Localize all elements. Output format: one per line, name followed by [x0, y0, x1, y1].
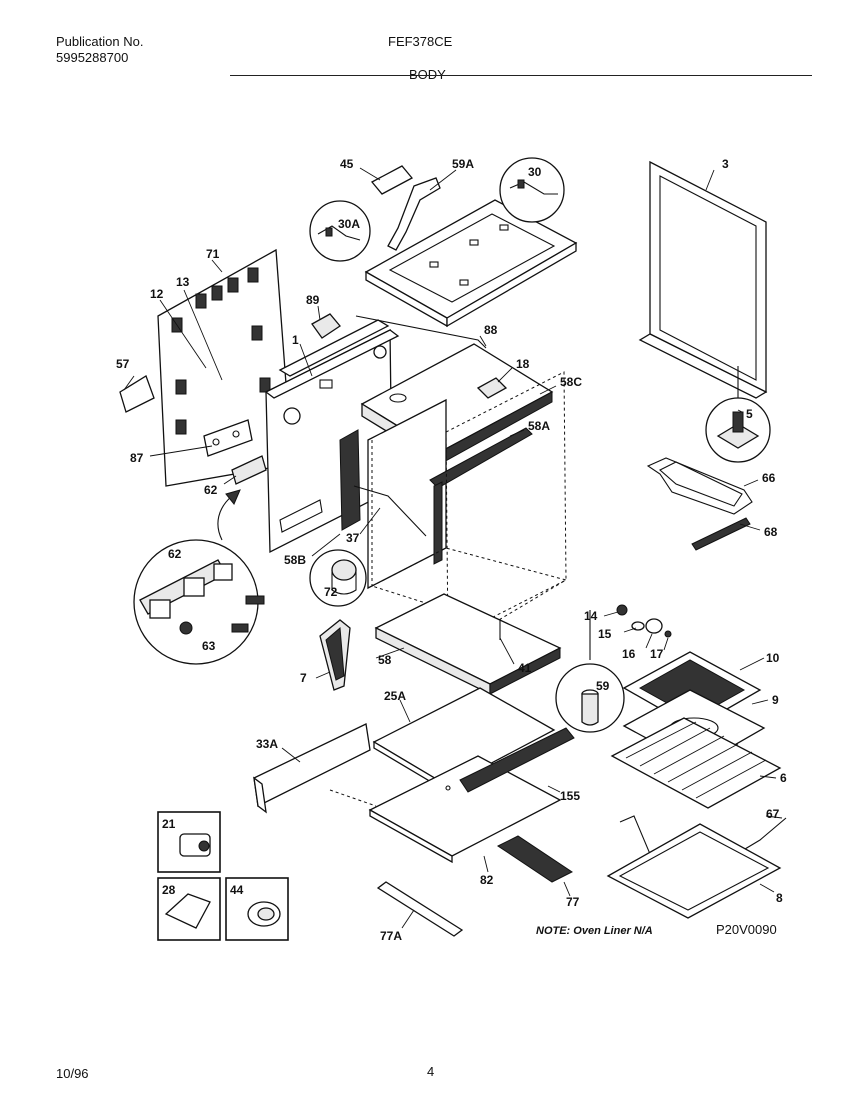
- callout-circle-62: [133, 539, 265, 665]
- side-panel-3-part: [638, 160, 768, 399]
- callout-arrow: [217, 495, 233, 541]
- label-82: 82: [480, 873, 494, 887]
- label-57: 57: [116, 357, 130, 371]
- section-title: BODY: [409, 67, 446, 82]
- callout-circle-30A: [309, 200, 371, 262]
- label-7: 7: [300, 671, 307, 685]
- footer-date: 10/96: [56, 1066, 89, 1081]
- oven-bottom-cover-part: [606, 823, 782, 919]
- label-58: 58: [378, 653, 392, 667]
- light-assembly-part: [616, 604, 672, 638]
- label-16: 16: [622, 647, 636, 661]
- label-14: 14: [584, 609, 598, 623]
- drawer-panel-25A-part: [372, 687, 556, 794]
- oven-rack-part: [610, 717, 782, 809]
- page-number: 4: [427, 1064, 435, 1079]
- trim-77A-part: [376, 881, 464, 937]
- label-37: 37: [346, 531, 360, 545]
- label-59A: 59A: [452, 157, 474, 171]
- label-89: 89: [306, 293, 320, 307]
- oven-bottom-part: [374, 593, 562, 696]
- vent-155-part: [459, 727, 575, 793]
- bracket-18-part: [476, 377, 508, 399]
- label-77A: 77A: [380, 929, 402, 943]
- oven-liner-note: NOTE: Oven Liner N/A: [536, 925, 653, 937]
- label-77: 77: [566, 895, 580, 909]
- arrow-head: [225, 489, 241, 505]
- terminal-block-part: [203, 419, 267, 485]
- label-71: 71: [206, 247, 220, 261]
- label-28: 28: [162, 883, 176, 897]
- label-68: 68: [764, 525, 778, 539]
- label-62: 62: [204, 483, 218, 497]
- label-8: 8: [776, 891, 783, 905]
- label-6: 6: [780, 771, 787, 785]
- label-30A: 30A: [338, 217, 360, 231]
- label-58A: 58A: [528, 419, 550, 433]
- label-155: 155: [560, 789, 580, 803]
- label-13: 13: [176, 275, 190, 289]
- publication-label: Publication No.: [56, 34, 144, 49]
- leveling-leg-part: [705, 366, 771, 463]
- label-12: 12: [150, 287, 164, 301]
- label-18: 18: [516, 357, 530, 371]
- bracket-57-part: [119, 375, 155, 413]
- top-panel-part: [364, 199, 578, 328]
- vent-77-part: [497, 835, 573, 883]
- oven-frame-part: [264, 319, 400, 554]
- drawing-code: P20V0090: [716, 922, 777, 937]
- oven-liner-part: [367, 371, 568, 641]
- model-number: FEF378CE: [388, 34, 453, 49]
- vent-duct-part: [370, 165, 441, 251]
- label-10: 10: [766, 651, 780, 665]
- header-rule: [230, 75, 812, 76]
- label-25A: 25A: [384, 689, 406, 703]
- label-3: 3: [722, 157, 729, 171]
- rail-33A-part: [253, 723, 377, 814]
- label-17: 17: [650, 647, 664, 661]
- label-72: 72: [324, 585, 338, 599]
- callout-circle-59: [555, 610, 625, 733]
- leader-lines: [123, 167, 783, 929]
- part-box-28: [157, 877, 221, 941]
- label-58C: 58C: [560, 375, 582, 389]
- label-59: 59: [596, 679, 610, 693]
- broil-element-part: [646, 457, 753, 551]
- label-63: 63: [202, 639, 216, 653]
- label-87: 87: [130, 451, 144, 465]
- label-33A: 33A: [256, 737, 278, 751]
- door-hinge-part: [319, 619, 351, 691]
- label-66: 66: [762, 471, 776, 485]
- callout-circle-30: [499, 157, 565, 223]
- label-30: 30: [528, 165, 542, 179]
- wire-88-part: [355, 315, 487, 349]
- label-58B: 58B: [284, 553, 306, 567]
- part-box-21: [157, 811, 221, 873]
- sensor-37-part: [353, 485, 427, 537]
- label-41: 41: [518, 661, 532, 675]
- label-15: 15: [598, 627, 612, 641]
- label-1: 1: [292, 333, 299, 347]
- part-box-44: [225, 877, 289, 941]
- label-62-detail: 62: [168, 547, 182, 561]
- label-5: 5: [746, 407, 753, 421]
- label-88: 88: [484, 323, 498, 337]
- label-9: 9: [772, 693, 779, 707]
- label-44: 44: [230, 883, 244, 897]
- drawer-panel-82-part: [368, 755, 562, 864]
- label-67: 67: [766, 807, 780, 821]
- switch-89-part: [311, 313, 341, 339]
- publication-number: 5995288700: [56, 50, 129, 65]
- callout-circle-72: [309, 549, 367, 607]
- label-45: 45: [340, 157, 354, 171]
- label-21: 21: [162, 817, 176, 831]
